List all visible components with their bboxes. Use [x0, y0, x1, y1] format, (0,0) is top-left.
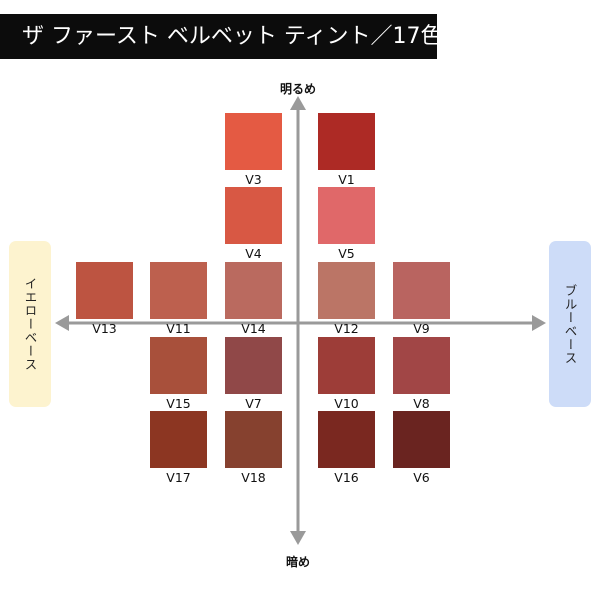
shade-label-v4: V4 — [245, 246, 262, 261]
page-title: ザ ファースト ベルベット ティント／17色 — [0, 14, 443, 59]
shade-swatch-v5 — [318, 187, 375, 244]
shade-swatch-v11 — [150, 262, 207, 319]
yellow-base-tab: イエローベース — [9, 241, 51, 407]
shade-swatch-v10 — [318, 337, 375, 394]
arrow-right-icon — [532, 315, 546, 331]
shade-label-v15: V15 — [166, 396, 191, 411]
shade-label-v14: V14 — [241, 321, 266, 336]
shade-label-v1: V1 — [338, 172, 355, 187]
shade-label-v18: V18 — [241, 470, 266, 485]
shade-swatch-v1 — [318, 113, 375, 170]
shade-swatch-v4 — [225, 187, 282, 244]
shade-swatch-v15 — [150, 337, 207, 394]
shade-swatch-v7 — [225, 337, 282, 394]
shade-swatch-v3 — [225, 113, 282, 170]
shade-label-v6: V6 — [413, 470, 430, 485]
shade-swatch-v13 — [76, 262, 133, 319]
shade-label-v7: V7 — [245, 396, 262, 411]
shade-swatch-v12 — [318, 262, 375, 319]
shade-label-v13: V13 — [92, 321, 117, 336]
shade-label-v5: V5 — [338, 246, 355, 261]
axis-label-bright: 明るめ — [279, 82, 316, 96]
shade-label-v11: V11 — [166, 321, 191, 336]
shade-label-v3: V3 — [245, 172, 262, 187]
arrow-left-icon — [55, 315, 69, 331]
shade-swatch-v6 — [393, 411, 450, 468]
shade-swatch-v8 — [393, 337, 450, 394]
shade-swatch-v17 — [150, 411, 207, 468]
shade-label-v9: V9 — [413, 321, 430, 336]
shade-label-v8: V8 — [413, 396, 430, 411]
arrow-up-icon — [290, 96, 306, 110]
shade-swatch-v16 — [318, 411, 375, 468]
axis-label-dark: 暗め — [285, 555, 310, 569]
shade-swatch-v18 — [225, 411, 282, 468]
shade-label-v12: V12 — [334, 321, 359, 336]
shade-label-v16: V16 — [334, 470, 359, 485]
arrow-down-icon — [290, 531, 306, 545]
shade-swatch-v9 — [393, 262, 450, 319]
shade-swatch-v14 — [225, 262, 282, 319]
shade-label-v10: V10 — [334, 396, 359, 411]
blue-base-tab: ブルーベース — [549, 241, 591, 407]
shade-label-v17: V17 — [166, 470, 191, 485]
